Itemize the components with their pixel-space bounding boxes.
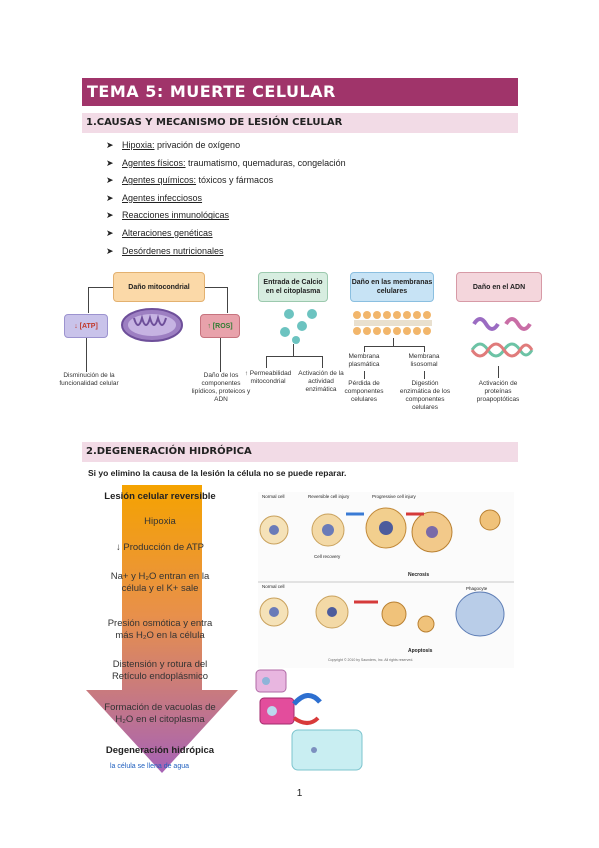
label-apoptosis: Apoptosis: [408, 648, 433, 654]
list-item: ➤Reacciones inmunológicas: [106, 207, 346, 225]
list-item: ➤Desórdenes nutricionales: [106, 243, 346, 261]
ros-effect: Daño de los componentes lipídicos, prote…: [191, 372, 251, 403]
section-heading-degeneracion: 2.DEGENERACIÓN HIDRÓPICA: [82, 442, 518, 462]
calcium-ions-icon: [280, 309, 317, 344]
arrow-bullet-icon: ➤: [106, 175, 114, 186]
arrow-bullet-icon: ➤: [106, 210, 114, 221]
step-5: Distensión y rotura del Retículo endoplá…: [111, 659, 209, 682]
label-recovery: Cell recovery: [314, 554, 341, 559]
step-2: ↓ Producción de ATP: [115, 542, 204, 553]
mitochondrion-icon: [121, 308, 183, 342]
list-item: ➤Alteraciones genéticas: [106, 225, 346, 243]
label-progressive: Progressive cell injury: [372, 494, 416, 499]
arrow-bullet-icon: ➤: [106, 157, 114, 168]
arrow-bullet-icon: ➤: [106, 227, 114, 238]
permeabilidad: ↑ Permeabilidad mitocondrial: [244, 370, 292, 385]
cell-death-figure: Normal cell Reversible cell injury Progr…: [258, 492, 514, 668]
hydropic-cell-illustration-icon: [255, 669, 363, 771]
cell-death-illustration-icon: [258, 507, 514, 637]
list-item: ➤Agentes físicos: traumatismo, quemadura…: [106, 155, 346, 173]
step-3: Na+ y H₂O entran en la célula y el K+ sa…: [110, 571, 210, 594]
step-4: Presión osmótica y entra más H₂O en la c…: [107, 618, 213, 641]
proteinas-proapoptoticas: Activación de proteínas proapoptóticas: [476, 380, 520, 403]
perdida-componentes: Pérdida de componentes celulares: [344, 380, 384, 403]
activacion-enzimatica: Activación de la actividad enzimática: [298, 370, 344, 393]
label-necrosis: Necrosis: [408, 572, 430, 578]
label-phagocyte: Phagocyte: [466, 586, 488, 591]
step-1: Hipoxia: [144, 516, 176, 527]
membrana-plasmatica: Membrana plasmática: [348, 353, 380, 368]
list-item: ➤Hipoxia: privación de oxígeno: [106, 137, 346, 155]
membrana-lisosomal: Membrana lisosomal: [408, 353, 440, 368]
page-number: 1: [296, 788, 303, 799]
dna-icon: [470, 317, 534, 358]
box-dano-mitocondrial: Daño mitocondrial: [113, 272, 205, 302]
arrow-bullet-icon: ➤: [106, 245, 114, 256]
box-dano-membranas: Daño en las membranas celulares: [350, 272, 434, 302]
box-ros: ↑ [ROS]: [200, 314, 240, 338]
step-7: Degeneración hidrópica: [105, 745, 215, 756]
label-normal-cell-2: Normal cell: [262, 584, 285, 589]
mechanism-diagram: Daño mitocondrial ↓ [ATP] ↑ [ROS] Dismin…: [59, 268, 550, 418]
list-item: ➤Agentes químicos: tóxicos y fármacos: [106, 172, 346, 190]
arrow-bullet-icon: ➤: [106, 192, 114, 203]
causes-list: ➤Hipoxia: privación de oxígeno ➤Agentes …: [106, 137, 346, 260]
section-heading-causas: 1.CAUSAS Y MECANISMO DE LESIÓN CELULAR: [82, 113, 518, 133]
arrow-bullet-icon: ➤: [106, 140, 114, 150]
box-atp: ↓ [ATP]: [64, 314, 108, 338]
digestion-enzimatica: Digestión enzimática de los componentes …: [399, 380, 451, 411]
label-copyright: Copyright © 2010 by Saunders, Inc. All r…: [328, 658, 414, 662]
page-title: TEMA 5: MUERTE CELULAR: [82, 78, 518, 106]
label-normal-cell: Normal cell: [262, 494, 285, 499]
intro-text: Si yo elimino la causa de la lesión la c…: [88, 468, 347, 478]
label-reversible: Reversible cell injury: [308, 494, 350, 499]
box-entrada-calcio: Entrada de Calcio en el citoplasma: [258, 272, 328, 302]
step-0: Lesión celular reversible: [104, 491, 216, 502]
membrane-icon: [353, 311, 432, 335]
list-item: ➤Agentes infecciosos: [106, 190, 346, 208]
box-dano-adn: Daño en el ADN: [456, 272, 542, 302]
atp-effect: Disminución de la funcionalidad celular: [59, 372, 119, 387]
step-6: Formación de vacuolas de H₂O en el citop…: [104, 702, 216, 725]
progression-arrow-icon: [86, 485, 238, 773]
footnote-text: la célula se llena de agua: [110, 763, 190, 770]
